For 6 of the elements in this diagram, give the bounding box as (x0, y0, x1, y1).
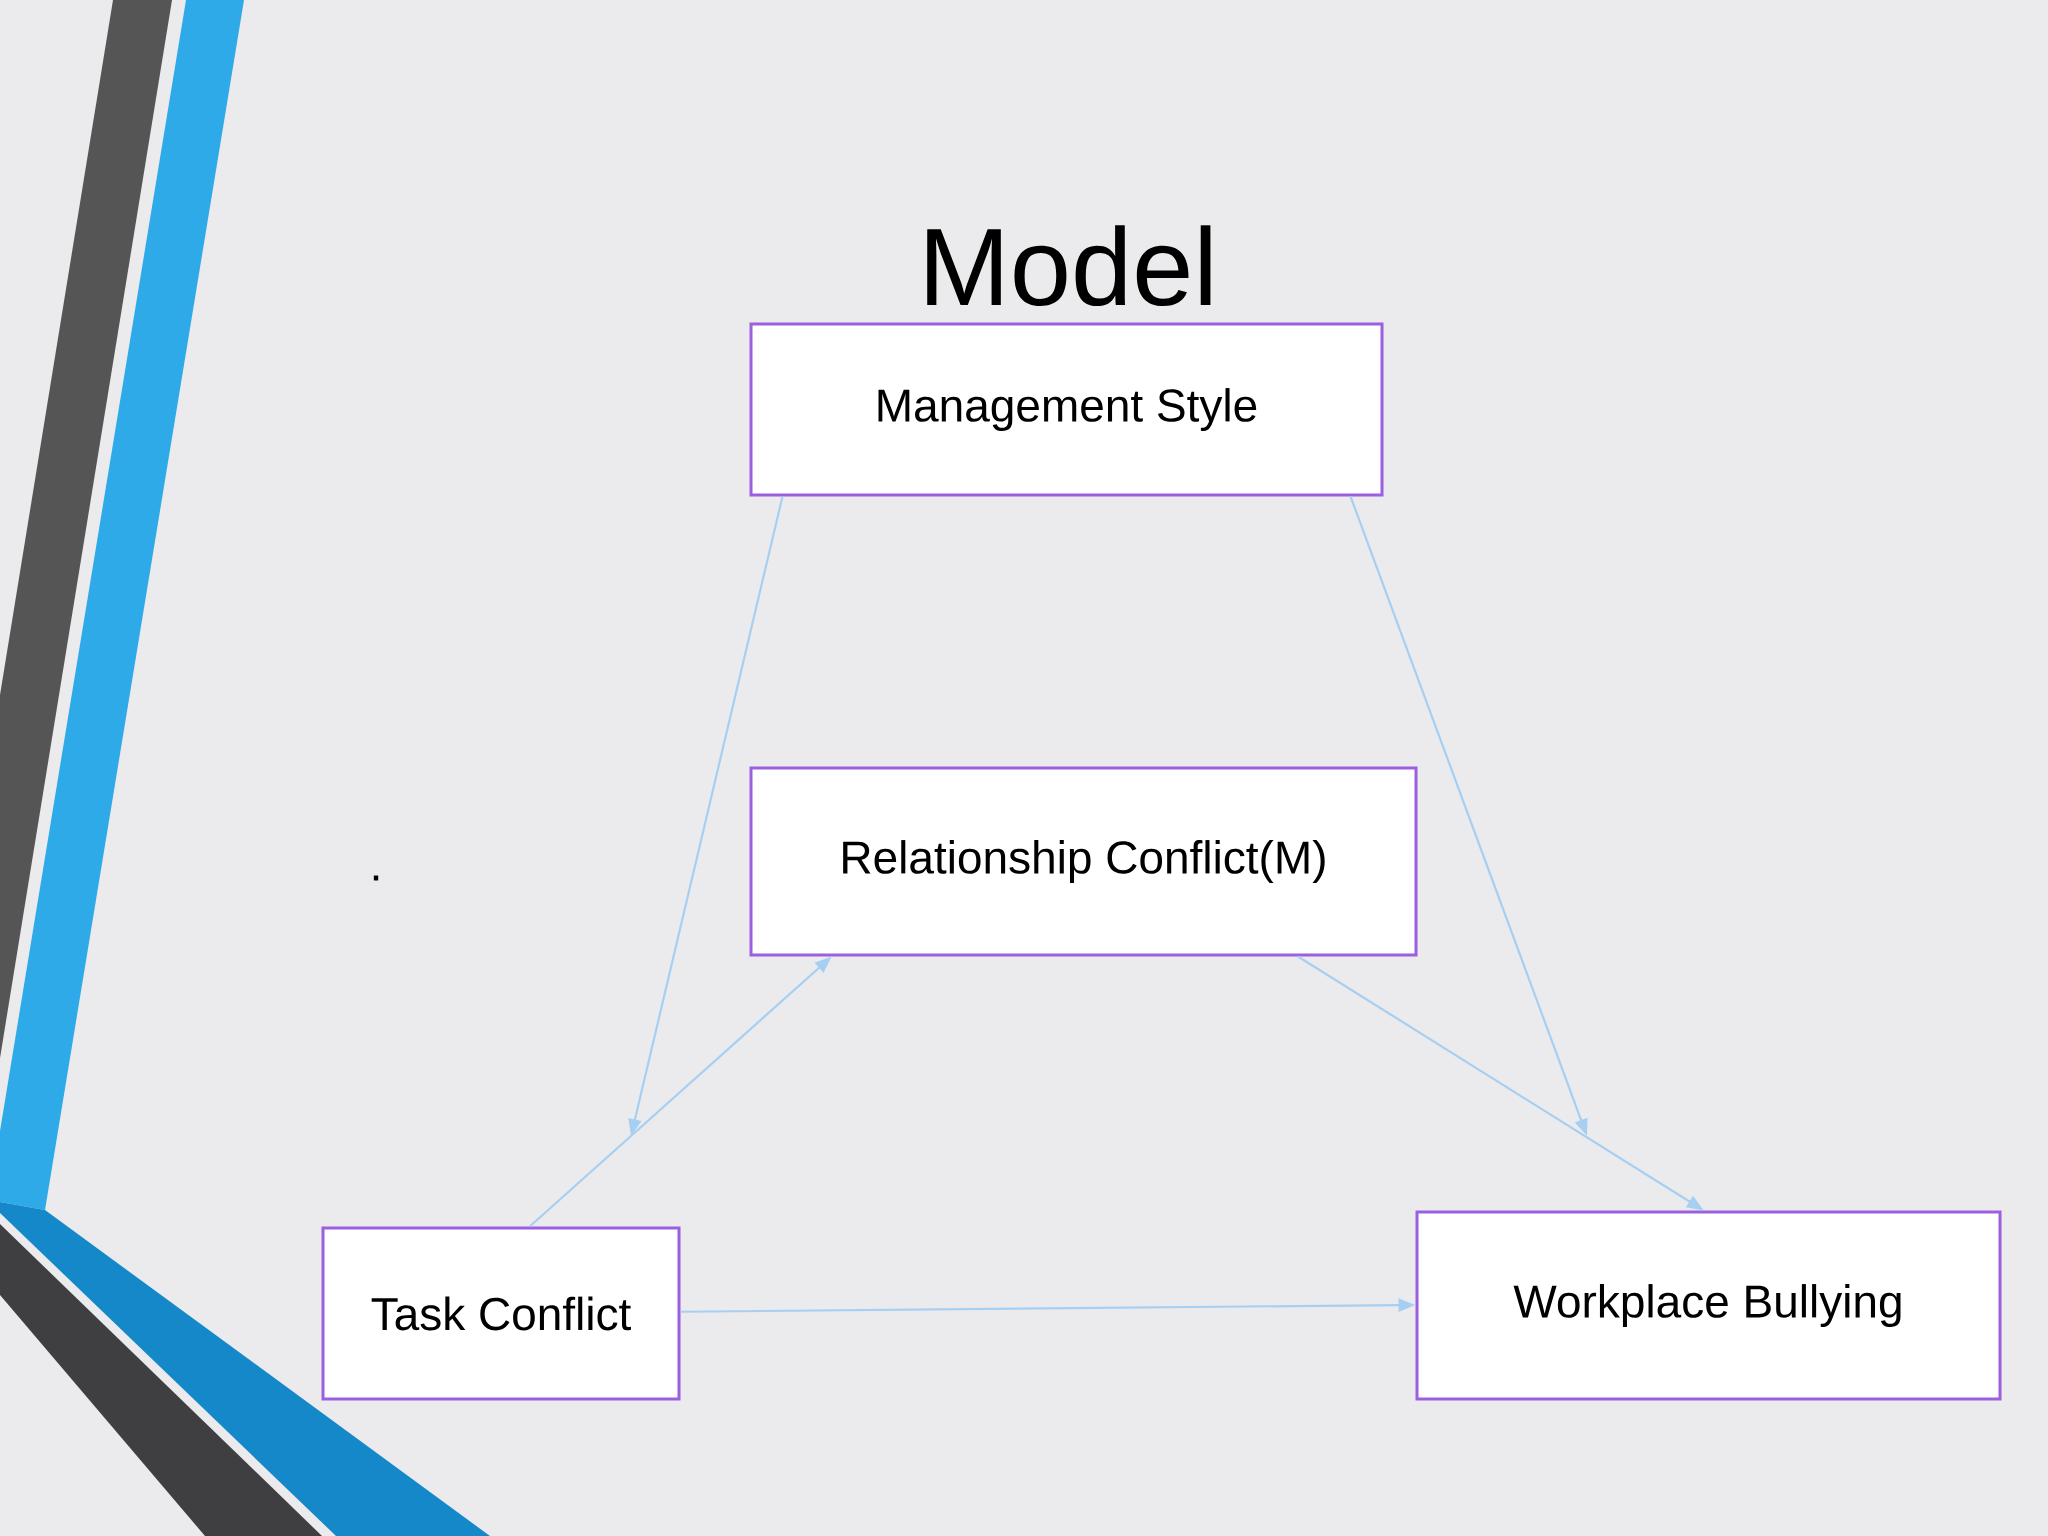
process-box: Management Style (749, 322, 1384, 497)
process-box: Task Conflict (321, 1226, 681, 1401)
dot-text: . (373, 875, 379, 881)
process-box: Relationship Conflict(M) (749, 766, 1418, 957)
process-box: Workplace Bullying (1415, 1210, 2002, 1401)
title: Model (927, 225, 1211, 307)
